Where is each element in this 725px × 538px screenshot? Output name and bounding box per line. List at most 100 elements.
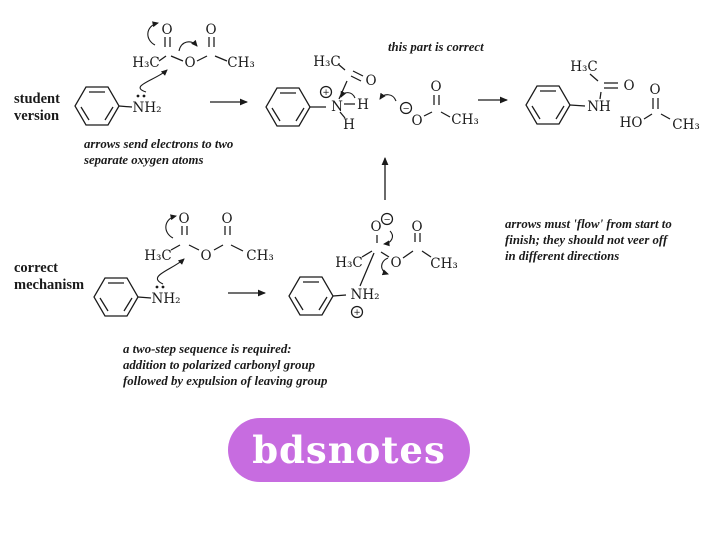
student-note: arrows send electrons to two separate ox…: [84, 137, 233, 169]
bdsnotes-label: bdsnotes: [252, 428, 446, 472]
amine-label: NH₂: [152, 291, 181, 307]
ammonium-label: NH₂: [351, 287, 380, 303]
label-line: student: [14, 91, 60, 107]
curved-arrow-to-bridge-oxygen: [178, 39, 198, 52]
label-line: version: [14, 108, 60, 124]
correct-anhydride: H₃C O O O CH₃: [144, 211, 274, 285]
minus-sign: −: [383, 215, 390, 225]
curved-arrows: [139, 21, 198, 93]
methyl-label: H₃C: [132, 55, 160, 71]
minus-sign: −: [402, 104, 409, 114]
methyl-label: H₃C: [144, 248, 172, 264]
carbonyl-oxygen-label: O: [205, 22, 216, 38]
amide-nh-label: NH: [587, 99, 611, 115]
bridging-oxygen-label: O: [200, 248, 211, 264]
carbonyl-oxygen-label: O: [623, 78, 634, 94]
plus-charge: +: [350, 305, 364, 319]
bonds: [643, 98, 671, 120]
hydrogen-label: H: [357, 97, 369, 113]
acetate-anion: − O O CH₃: [379, 79, 479, 129]
curved-arrows: [381, 230, 393, 276]
methyl-label: H₃C: [313, 54, 341, 70]
bdsnotes-watermark: bdsnotes: [228, 418, 470, 482]
curved-arrow-reform-carbonyl: [383, 230, 393, 247]
curved-arrows: [379, 92, 397, 102]
hydrogen-label: H: [343, 117, 355, 133]
plus-sign: +: [322, 88, 329, 98]
curved-arrow-deprotonation: [379, 92, 397, 102]
note-line: in different directions: [505, 248, 620, 263]
bonds: [170, 226, 244, 252]
student-version-label: student version: [14, 91, 60, 125]
benzene-ring: [93, 277, 139, 317]
methyl-label: CH₃: [672, 117, 700, 133]
curved-arrow-pi-to-oxygen: [147, 21, 159, 46]
note-line: this part is correct: [388, 40, 484, 54]
carbonyl-oxygen-label: O: [411, 219, 422, 235]
bonds: [569, 73, 618, 107]
plus-sign: +: [353, 308, 360, 318]
flow-note: arrows must 'flow' from start to finish;…: [505, 217, 672, 264]
nitrogen-label: N: [331, 99, 343, 115]
methyl-label: CH₃: [430, 256, 458, 272]
bonds: [137, 296, 152, 299]
benzene-ring: [74, 86, 120, 126]
plus-charge: +: [319, 85, 333, 99]
note-line: separate oxygen atoms: [84, 152, 204, 167]
methyl-label: H₃C: [570, 59, 598, 75]
bridging-oxygen-label: O: [184, 55, 195, 71]
note-line: a two-step sequence is required:: [123, 342, 292, 356]
carbonyl-oxygen-label: O: [221, 211, 232, 227]
note-line: finish; they should not veer off: [505, 232, 668, 247]
carbonyl-oxygen-label: O: [365, 73, 376, 89]
carbonyl-oxygen-label: O: [161, 22, 172, 38]
protonated-anilide: + H₃C O N H H: [265, 54, 377, 133]
label-line: correct: [14, 260, 58, 276]
student-aniline: NH₂: [74, 86, 162, 126]
minus-charge: −: [380, 212, 394, 226]
methyl-label: H₃C: [335, 255, 363, 271]
tetrahedral-intermediate: + − NH₂ H₃C O O O CH₃: [288, 212, 458, 319]
acetic-acid-product: O HO CH₃: [620, 82, 700, 133]
methyl-label: CH₃: [451, 112, 479, 128]
benzene-ring: [525, 85, 571, 125]
bonds: [310, 63, 364, 119]
curved-arrow-nh-bond-to-n: [340, 90, 356, 99]
carbonyl-oxygen-label: O: [178, 211, 189, 227]
bonds: [118, 105, 133, 108]
note-line: arrows send electrons to two: [84, 137, 234, 151]
note-line: arrows must 'flow' from start to: [505, 217, 672, 231]
correct-aniline: NH₂: [93, 277, 181, 317]
note-line: followed by expulsion of leaving group: [123, 373, 328, 388]
oxygen-label: O: [411, 113, 422, 129]
correct-mechanism-label: correct mechanism: [14, 260, 84, 294]
curved-arrow-nucleophile-attack: [156, 258, 185, 285]
curved-arrow-pi-to-oxygen: [165, 214, 177, 239]
hydroxyl-label: HO: [620, 115, 643, 131]
bonds: [158, 37, 228, 62]
benzene-ring: [288, 276, 334, 316]
methyl-label: CH₃: [227, 55, 255, 71]
alkoxide-oxygen-label: O: [370, 219, 381, 235]
minus-charge: −: [399, 101, 413, 115]
correct-note: a two-step sequence is required: additio…: [123, 342, 327, 389]
acetanilide-product: H₃C O NH: [525, 59, 635, 125]
curved-arrows: [340, 90, 356, 99]
student-anhydride: H₃C O O O CH₃: [132, 21, 255, 93]
carbonyl-oxygen-label: O: [430, 79, 441, 95]
methyl-label: CH₃: [246, 248, 274, 264]
label-line: mechanism: [14, 277, 85, 293]
top-note: this part is correct: [388, 40, 484, 56]
note-line: addition to polarized carbonyl group: [123, 357, 315, 372]
lone-pair-dots: [136, 94, 146, 98]
carbonyl-oxygen-label: O: [649, 82, 660, 98]
lone-pair-dots: [155, 285, 165, 289]
curved-arrow-leaving-group: [381, 257, 389, 276]
benzene-ring: [265, 87, 311, 127]
bonds: [423, 95, 451, 118]
ester-oxygen-label: O: [390, 255, 401, 271]
curved-arrow-nucleophile-attack: [139, 69, 168, 93]
curved-arrows: [156, 214, 185, 285]
